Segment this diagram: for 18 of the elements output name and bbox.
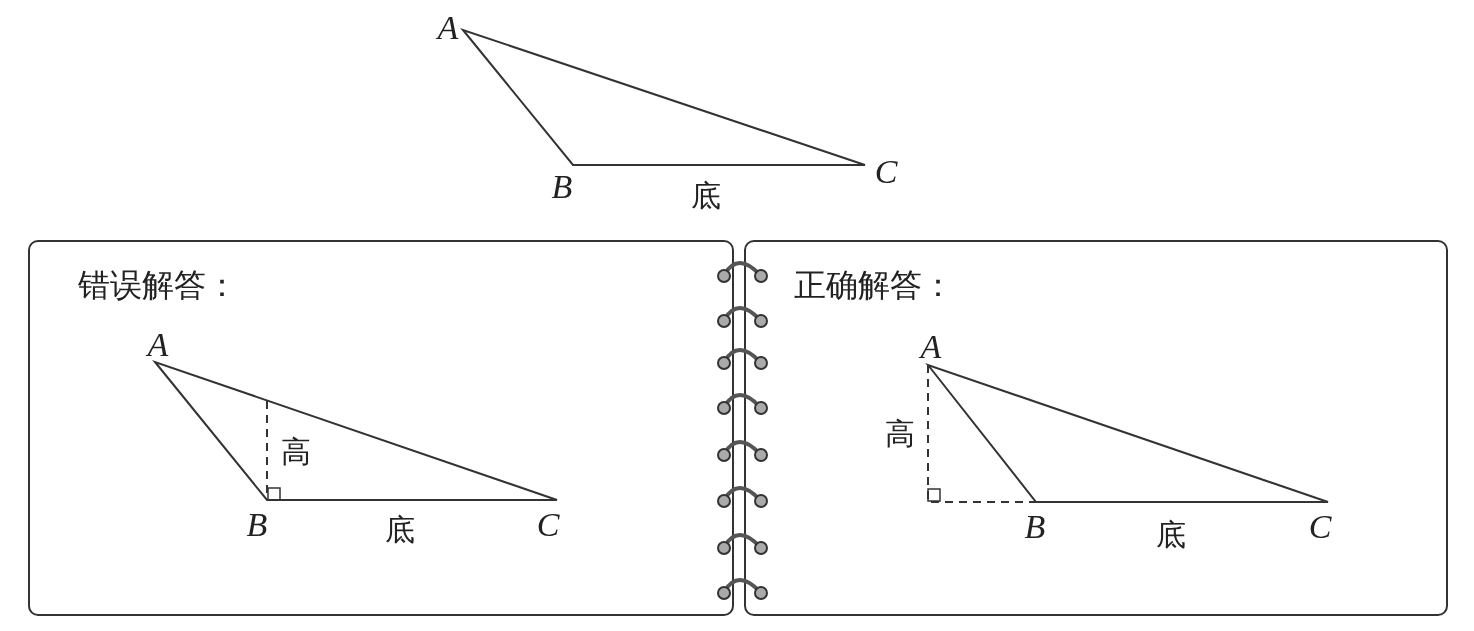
side-label: 底 xyxy=(385,515,415,545)
notebook-page xyxy=(744,240,1448,616)
notebook-page xyxy=(28,240,734,616)
side-label: 底 xyxy=(691,181,721,211)
side-label: 底 xyxy=(1156,520,1186,550)
heading: 正确解答： xyxy=(794,265,954,306)
vertex-label: B xyxy=(551,170,573,204)
vertex-label: B xyxy=(246,508,268,542)
side-label: 高 xyxy=(281,437,311,467)
vertex-label: A xyxy=(437,11,459,45)
vertex-label: A xyxy=(147,328,169,362)
vertex-label: C xyxy=(1308,510,1332,544)
heading: 错误解答： xyxy=(78,265,238,306)
vertex-label: B xyxy=(1024,510,1046,544)
vertex-label: C xyxy=(536,508,560,542)
side-label: 高 xyxy=(885,419,915,449)
vertex-label: C xyxy=(874,155,898,189)
vertex-label: A xyxy=(920,330,942,364)
